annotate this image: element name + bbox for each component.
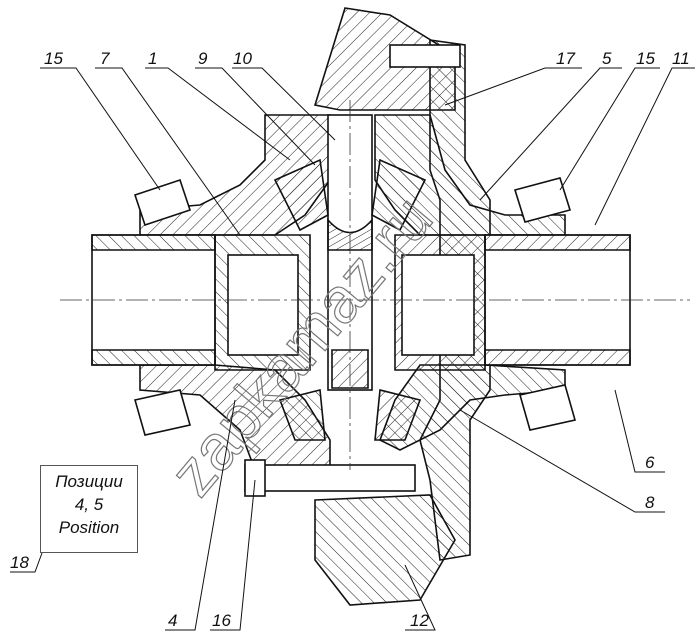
bearing-right-bottom (518, 384, 577, 431)
bearing-left-top (133, 178, 192, 227)
callout-12: 12 (410, 611, 429, 630)
callout-17: 17 (556, 49, 575, 68)
pinion-gear-bottom-left (278, 388, 326, 441)
callout-4: 4 (168, 611, 177, 630)
callout-7: 7 (100, 49, 110, 68)
bolt-bottom (244, 464, 416, 492)
pinion-gear-top-left (273, 158, 329, 232)
bearing-left-bottom (133, 389, 192, 436)
position-note: Позиции 4, 5 Position (40, 465, 138, 553)
bolt-top (389, 44, 461, 68)
callout-1: 1 (148, 49, 157, 68)
note-line-3: Position (58, 518, 120, 537)
callout-18: 18 (10, 553, 29, 572)
callout-6: 6 (645, 453, 655, 472)
callout-9: 9 (198, 49, 208, 68)
ring-gear-bottom (314, 494, 456, 606)
callout-16: 16 (212, 611, 231, 630)
callout-8: 8 (645, 493, 655, 512)
note-line-1: Позиции (55, 472, 123, 491)
callout-11: 11 (672, 49, 690, 68)
callout-10: 10 (233, 49, 252, 68)
callout-15-left: 15 (44, 49, 63, 68)
pinion-gear-bottom-right (374, 388, 422, 441)
pinion-gear-top-right (371, 158, 427, 232)
note-line-2: 4, 5 (74, 495, 104, 514)
callout-15-right: 15 (636, 49, 655, 68)
callout-5: 5 (602, 49, 612, 68)
bearing-right-top (513, 177, 572, 223)
